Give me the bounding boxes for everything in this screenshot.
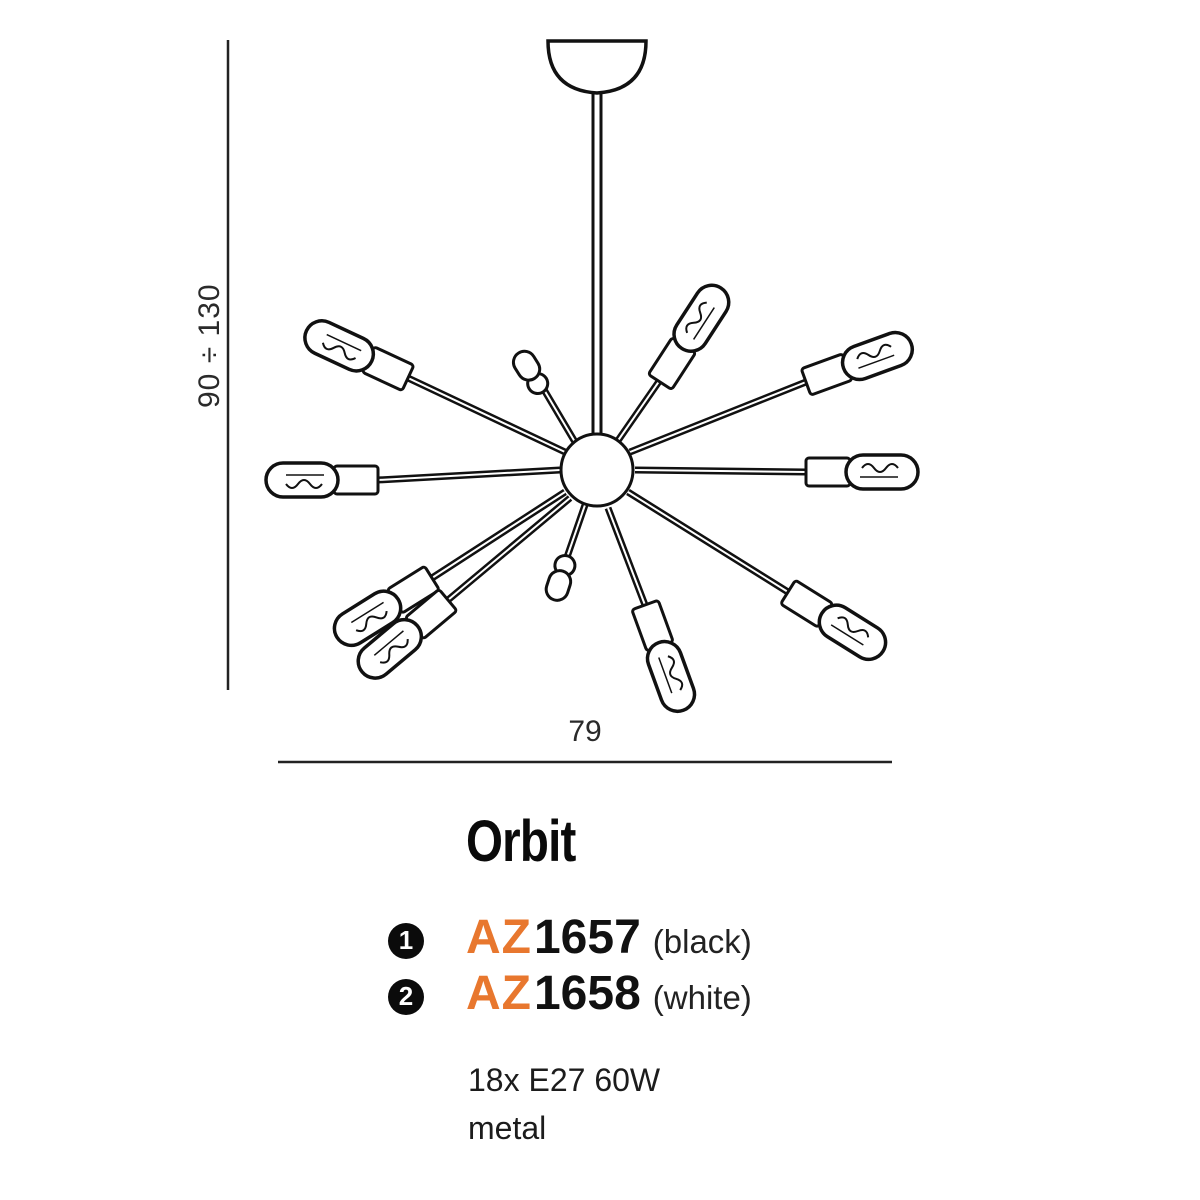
variant-code-prefix: AZ [466, 911, 532, 964]
variant-code-number: 1658 [533, 967, 641, 1020]
variant-code-prefix: AZ [466, 967, 532, 1020]
center-hub [559, 432, 635, 508]
variant-number-icon: 1 [388, 922, 424, 959]
variant-row: 1 AZ 1657 (black) [388, 910, 752, 965]
spec-bulbs: 18x E27 60W [468, 1062, 661, 1098]
spec-material: metal [468, 1110, 547, 1146]
height-value: 90 ÷ 130 [193, 283, 226, 408]
variant-code-number: 1657 [533, 911, 641, 964]
variant-row: 2 AZ 1658 (white) [388, 966, 752, 1021]
ceiling-canopy [546, 39, 648, 95]
width-dimension-label: 79 [568, 715, 602, 748]
height-dimension-label: 90 ÷ 130 [192, 283, 228, 408]
variant-number-icon: 2 [388, 978, 424, 1015]
variant-color: (black) [652, 923, 752, 960]
variant-color: (white) [652, 979, 752, 1016]
product-title: Orbit [466, 809, 576, 874]
